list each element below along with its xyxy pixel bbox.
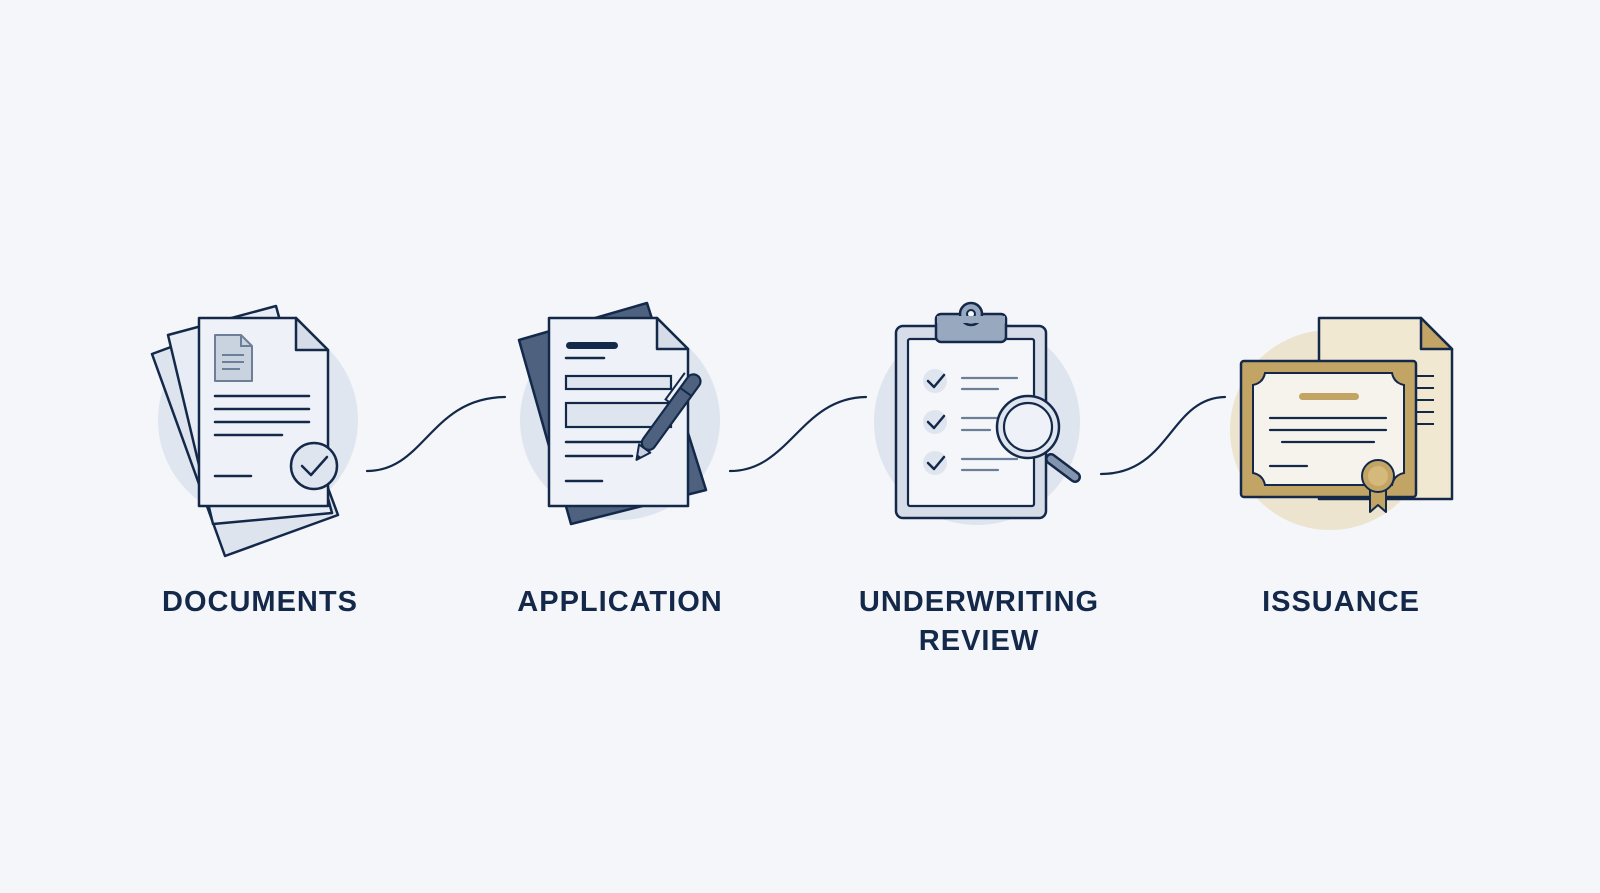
step-label-line: REVIEW: [918, 625, 1040, 657]
file-icon: [214, 334, 253, 382]
check-circle-icon: [289, 441, 339, 491]
checklist: [923, 369, 1019, 475]
connector-line: [1099, 395, 1227, 476]
step-label-line: DOCUMENTS: [162, 586, 358, 618]
magnifier-icon: [995, 394, 1081, 483]
pen-icon: [635, 372, 702, 461]
connector-line: [728, 395, 868, 473]
clipboard-magnifier-icon: [874, 301, 1081, 525]
form-pen-icon: [517, 301, 720, 526]
step-label-line: ISSUANCE: [1262, 586, 1420, 618]
step-label-underwriting-review: UNDERWRITING REVIEW: [829, 583, 1129, 661]
certificate-seal-icon: [1230, 316, 1454, 530]
form-field: [564, 374, 673, 391]
step-label-application: APPLICATION: [470, 583, 770, 622]
folded-corner-icon: [294, 316, 330, 352]
step-label-line: APPLICATION: [517, 586, 723, 618]
connector-line: [365, 395, 507, 473]
folded-corner-icon: [655, 316, 690, 351]
document-stack-check-icon: [150, 304, 358, 558]
step-label-issuance: ISSUANCE: [1191, 583, 1491, 622]
clip-icon: [934, 301, 1008, 344]
step-label-line: UNDERWRITING: [858, 586, 1100, 618]
seal-ribbon-icon: [1361, 459, 1395, 513]
step-label-documents: DOCUMENTS: [110, 583, 410, 622]
